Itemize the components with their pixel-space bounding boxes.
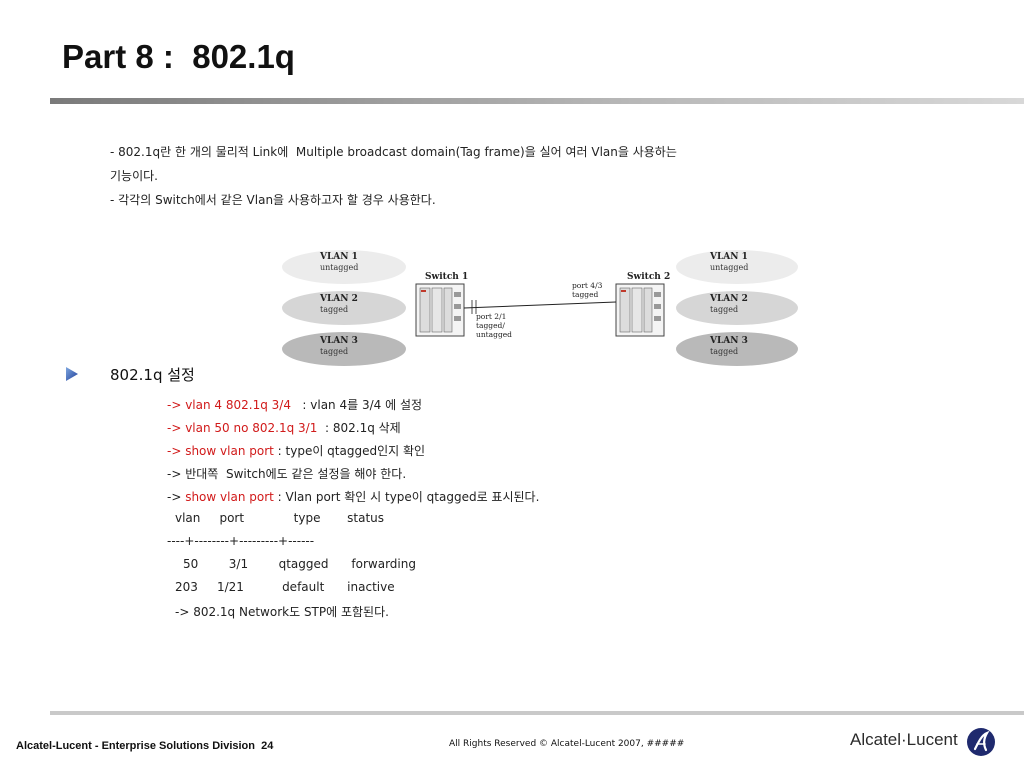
command-3-desc: : type이 qtagged인지 확인 [273, 444, 426, 458]
left-vlan-2-name: VLAN 2 [319, 294, 358, 304]
left-vlan-3: VLAN 3 tagged [282, 332, 406, 366]
bullet-arrow-icon [66, 367, 78, 381]
switch-2-label: Switch 2 [627, 272, 670, 282]
port-table-separator: ----+--------+---------+------ [167, 534, 315, 548]
command-line-5: -> show vlan port : Vlan port 확인 시 type이… [167, 488, 539, 505]
intro-line-1: - 802.1q란 한 개의 물리적 Link에 Multiple broadc… [110, 145, 677, 159]
title-divider [50, 98, 1024, 104]
right-vlan-1-mode: untagged [710, 263, 748, 272]
right-vlan-1-name: VLAN 1 [709, 252, 748, 262]
right-vlan-2: VLAN 2 tagged [676, 291, 798, 325]
section-heading: 802.1q 설정 [110, 366, 195, 384]
left-vlan-3-mode: tagged [320, 347, 348, 356]
right-vlan-3: VLAN 3 tagged [676, 332, 798, 366]
vlan-network-diagram: VLAN 1 untagged VLAN 2 tagged VLAN 3 tag… [282, 250, 798, 366]
command-3: -> show vlan port [167, 444, 274, 458]
port-table-row: 203 1/21 default inactive [175, 580, 395, 594]
switch-1-label: Switch 1 [425, 272, 468, 282]
port-table-note: -> 802.1q Network도 STP에 포함된다. [175, 605, 389, 619]
footer-copyright: All Rights Reserved © Alcatel-Lucent 200… [449, 739, 685, 749]
switch-2-port-line-1: port 4/3 [572, 281, 603, 290]
slide-title: Part 8 : 802.1q [62, 38, 295, 75]
switch-2-port-line-2: tagged [572, 290, 599, 299]
command-1: -> vlan 4 802.1q 3/4 [167, 398, 291, 412]
switch-1-port-line-2: tagged/ [476, 321, 505, 330]
command-2: -> vlan 50 no 802.1q 3/1 [167, 421, 318, 435]
port-table-row: 50 3/1 qtagged forwarding [183, 557, 416, 571]
right-vlan-2-mode: tagged [710, 305, 738, 314]
left-vlan-1: VLAN 1 untagged [282, 250, 406, 284]
alcatel-lucent-logo-text: Alcatel·Lucent [850, 730, 958, 749]
intro-line-2: 기능이다. [110, 169, 158, 183]
command-5-prefix: -> [167, 490, 186, 504]
command-5-desc: : Vlan port 확인 시 type이 qtagged로 표시된다. [273, 490, 540, 504]
left-vlan-1-mode: untagged [320, 263, 358, 272]
footer-divider [50, 711, 1024, 715]
right-vlan-2-name: VLAN 2 [709, 294, 748, 304]
footer-division-text: Alcatel-Lucent - Enterprise Solutions Di… [16, 740, 274, 752]
command-line-1: -> vlan 4 802.1q 3/4 : vlan 4를 3/4 에 설정 [167, 396, 422, 413]
trunk-link [463, 301, 617, 309]
command-2-desc: : 802.1q 삭제 [317, 421, 401, 435]
command-line-4: -> 반대쪽 Switch에도 같은 설정을 해야 한다. [167, 467, 407, 481]
command-5: show vlan port [185, 490, 274, 504]
alcatel-lucent-logo-icon [967, 728, 995, 756]
left-vlan-2: VLAN 2 tagged [282, 291, 406, 325]
right-vlan-1: VLAN 1 untagged [676, 250, 798, 284]
switch-2-icon [615, 283, 665, 337]
intro-line-3: - 각각의 Switch에서 같은 Vlan을 사용하고자 할 경우 사용한다. [110, 193, 436, 207]
switch-1-icon [415, 283, 465, 337]
command-line-2: -> vlan 50 no 802.1q 3/1 : 802.1q 삭제 [167, 419, 401, 436]
right-vlan-3-mode: tagged [710, 347, 738, 356]
left-vlan-3-name: VLAN 3 [319, 336, 358, 346]
left-vlan-1-name: VLAN 1 [319, 252, 358, 262]
left-vlan-2-mode: tagged [320, 305, 348, 314]
port-table-header: vlan port type status [175, 511, 385, 525]
command-1-desc: : vlan 4를 3/4 에 설정 [290, 398, 423, 412]
right-vlan-3-name: VLAN 3 [709, 336, 748, 346]
switch-1-port-line-3: untagged [476, 330, 512, 339]
switch-1-port-line-1: port 2/1 [476, 312, 506, 321]
command-line-3: -> show vlan port : type이 qtagged인지 확인 [167, 442, 425, 459]
